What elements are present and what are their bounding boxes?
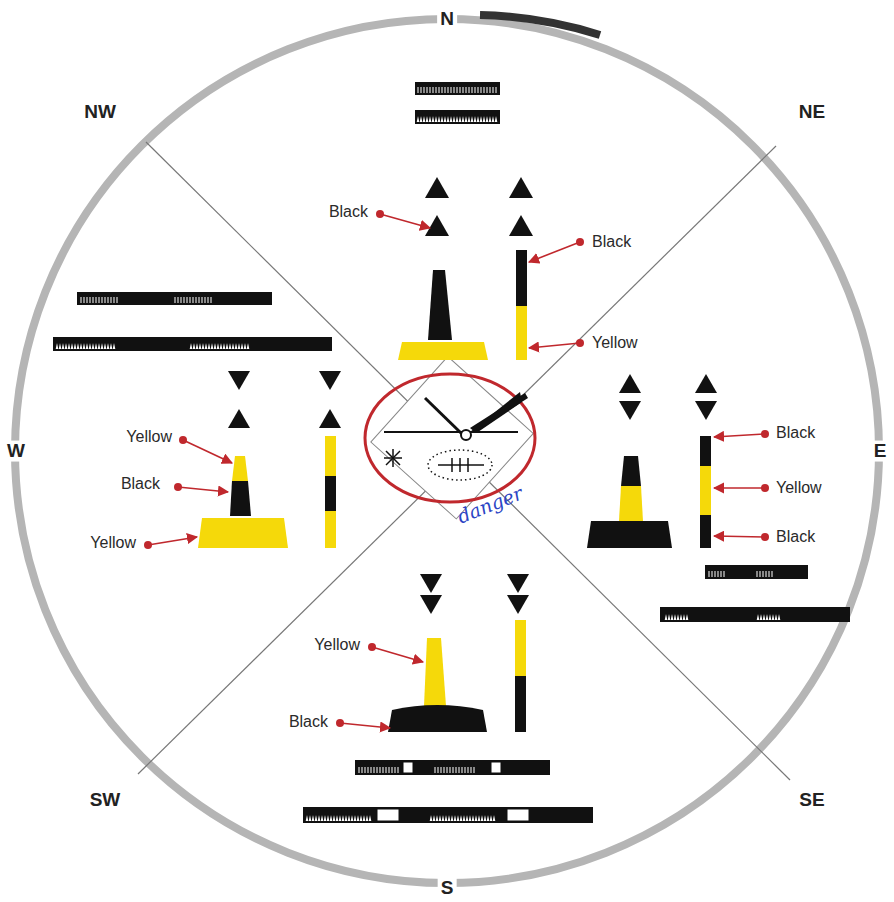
leader-line xyxy=(368,643,423,662)
compass-point: SW xyxy=(87,790,124,811)
south-cardinal-mark xyxy=(388,574,529,732)
colour-callout: Yellow xyxy=(592,334,638,352)
compass-ring-shade xyxy=(480,15,600,35)
compass-point: NE xyxy=(796,102,828,123)
leader-line xyxy=(144,537,197,549)
leader-line xyxy=(529,238,584,262)
compass-point: NW xyxy=(81,102,119,123)
light-rhythm-bar xyxy=(303,807,593,823)
east-cardinal-mark xyxy=(587,374,717,548)
compass-point: W xyxy=(4,441,28,462)
colour-callout: Black xyxy=(776,424,815,442)
light-rhythm-bar xyxy=(53,337,332,351)
leader-line xyxy=(714,484,769,492)
compass-point: N xyxy=(437,9,457,30)
colour-callout: Black xyxy=(776,528,815,546)
leader-line xyxy=(529,339,584,348)
light-rhythm-bar xyxy=(77,292,272,305)
leader-line xyxy=(336,719,390,728)
leader-line xyxy=(714,533,769,541)
west-cardinal-mark xyxy=(198,371,341,548)
colour-callout: Black xyxy=(592,233,631,251)
colour-callout: Black xyxy=(121,475,160,493)
light-rhythm-bar xyxy=(415,82,500,95)
leader-line xyxy=(179,436,232,463)
colour-callout: Black xyxy=(289,713,328,731)
leader-line xyxy=(714,430,769,438)
north-cardinal-mark xyxy=(398,177,533,360)
light-rhythm-bar xyxy=(355,760,550,775)
colour-callout: Black xyxy=(329,203,368,221)
leader-line xyxy=(174,483,228,492)
quadrant-line xyxy=(146,142,790,780)
colour-callout: Yellow xyxy=(314,636,360,654)
danger-note: danger xyxy=(454,483,525,528)
colour-callout: Yellow xyxy=(126,428,172,446)
colour-callout: Yellow xyxy=(776,479,822,497)
compass-point: SE xyxy=(796,790,827,811)
leader-line xyxy=(376,210,430,228)
light-rhythm-bar xyxy=(705,565,808,579)
quadrant-line xyxy=(138,146,776,774)
compass-point: E xyxy=(871,441,890,462)
compass-ring xyxy=(15,19,879,883)
compass-point: S xyxy=(438,878,457,899)
light-rhythm-bar xyxy=(660,607,850,622)
light-rhythm-bar xyxy=(415,110,500,124)
colour-callout: Yellow xyxy=(90,534,136,552)
